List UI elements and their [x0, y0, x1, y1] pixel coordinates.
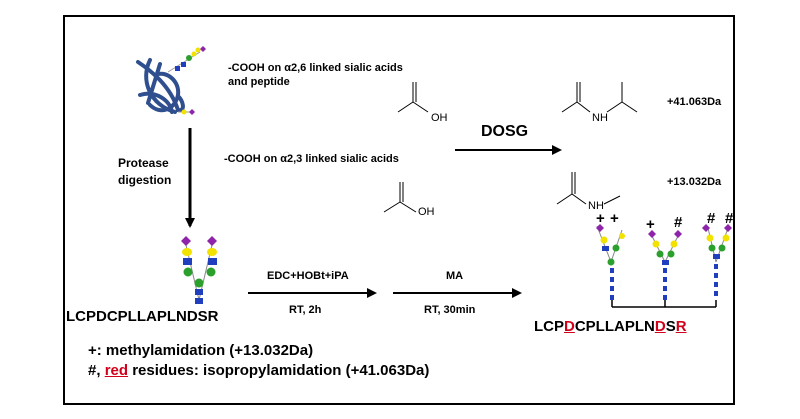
mass-13-label: +13.032Da	[667, 176, 722, 188]
product-glycan-3-icon	[702, 224, 732, 300]
condition-2h-label: RT, 2h	[289, 304, 322, 316]
digestion-label: digestion	[118, 173, 172, 187]
condition-30min-label: RT, 30min	[424, 304, 476, 316]
glycan-bracket	[611, 300, 717, 308]
dosg-label: DOSG	[481, 123, 529, 140]
legend-isopropylamidation: #, red residues: isopropylamidation (+41…	[88, 362, 430, 379]
red-residue-r: R	[675, 318, 687, 335]
reagent-edc-label: EDC+HOBt+iPA	[267, 270, 349, 282]
hash-mark-2: #	[707, 210, 716, 227]
nh-label-2: NH	[588, 200, 604, 212]
plus-mark-3: +	[646, 216, 655, 233]
hash-mark-3: #	[725, 210, 734, 227]
peptide-sequence: LCPDCPLLAPLNDSR	[66, 308, 219, 325]
plus-mark-1: +	[596, 210, 605, 227]
glycopeptide-glycan-icon	[181, 236, 217, 304]
reagent-ma-label: MA	[446, 270, 464, 282]
cooh-26-label: -COOH on α2,6 linked sialic acids	[228, 62, 403, 74]
protein-glycan-icon	[167, 46, 206, 115]
cooh-23-label: -COOH on α2,3 linked sialic acids	[224, 153, 399, 165]
acetic-acid-structure-1	[397, 82, 429, 113]
isopropyl-amide-structure	[561, 82, 638, 113]
product-peptide-sequence: LCPDCPLLAPLNDSR	[534, 318, 687, 335]
legend-methylamidation: +: methylamidation (+13.032Da)	[88, 342, 314, 359]
nh-label-1: NH	[592, 112, 608, 124]
product-glycan-1-icon	[596, 224, 625, 300]
cooh-26-label-line2: and peptide	[228, 76, 290, 88]
protein-tangle-icon	[136, 58, 185, 114]
mass-41-label: +41.063Da	[667, 96, 722, 108]
oh-label-1: OH	[431, 112, 448, 124]
hash-mark-1: #	[674, 214, 683, 231]
plus-mark-2: +	[610, 210, 619, 227]
protease-label: Protease	[118, 156, 169, 170]
methyl-amide-structure	[556, 172, 621, 205]
oh-label-2: OH	[418, 206, 435, 218]
product-glycan-2-icon	[648, 230, 682, 300]
figure-frame	[63, 15, 735, 405]
red-residue-d2: D	[654, 318, 666, 335]
red-residue-d1: D	[564, 318, 575, 335]
acetic-acid-structure-2	[383, 182, 417, 213]
